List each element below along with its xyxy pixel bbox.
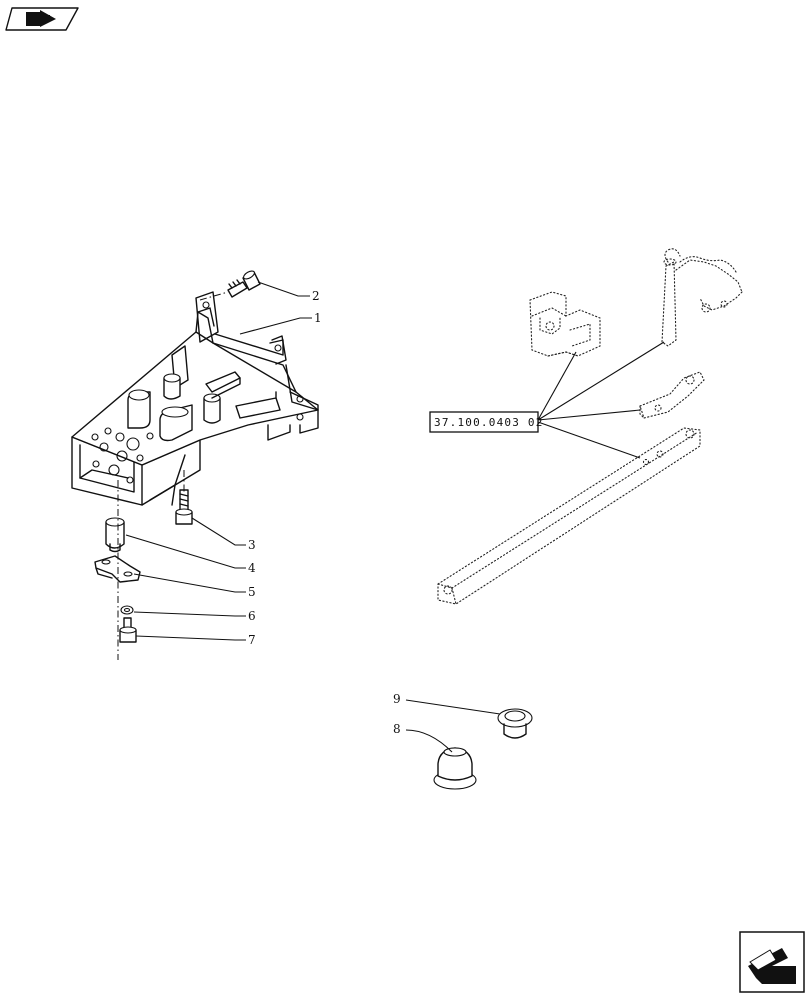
leader-lines-caps bbox=[405, 699, 501, 753]
reference-code: 37.100.0403 02 bbox=[434, 416, 544, 429]
cap-part-9 bbox=[497, 708, 533, 739]
callout-3: 3 bbox=[248, 538, 256, 552]
bolt-part-2 bbox=[227, 270, 261, 298]
reference-box[interactable]: 37.100.0403 02 bbox=[429, 411, 544, 433]
screw-part-3 bbox=[175, 489, 193, 525]
centerline bbox=[199, 291, 229, 301]
callout-1: 1 bbox=[314, 311, 322, 325]
callout-6: 6 bbox=[248, 609, 256, 623]
callout-8: 8 bbox=[393, 722, 401, 736]
reference-leaders bbox=[537, 341, 665, 459]
callout-7: 7 bbox=[248, 633, 256, 647]
navigate-previous-icon[interactable] bbox=[5, 7, 79, 31]
leader-lines bbox=[125, 281, 312, 641]
callout-9: 9 bbox=[393, 692, 401, 706]
hitch-block-reference bbox=[529, 291, 601, 357]
callout-4: 4 bbox=[248, 561, 256, 575]
drawbar-reference bbox=[437, 427, 701, 605]
callout-5: 5 bbox=[248, 585, 256, 599]
navigate-next-icon[interactable] bbox=[739, 931, 805, 993]
support-bracket bbox=[71, 291, 319, 506]
bolt-part-7 bbox=[119, 617, 137, 643]
pin-part-4 bbox=[105, 517, 125, 553]
pin-with-chain-reference bbox=[661, 248, 743, 347]
cap-part-8 bbox=[433, 747, 477, 790]
link-plate-reference bbox=[639, 371, 705, 419]
washer-part-6 bbox=[120, 605, 134, 615]
callout-2: 2 bbox=[312, 289, 320, 303]
